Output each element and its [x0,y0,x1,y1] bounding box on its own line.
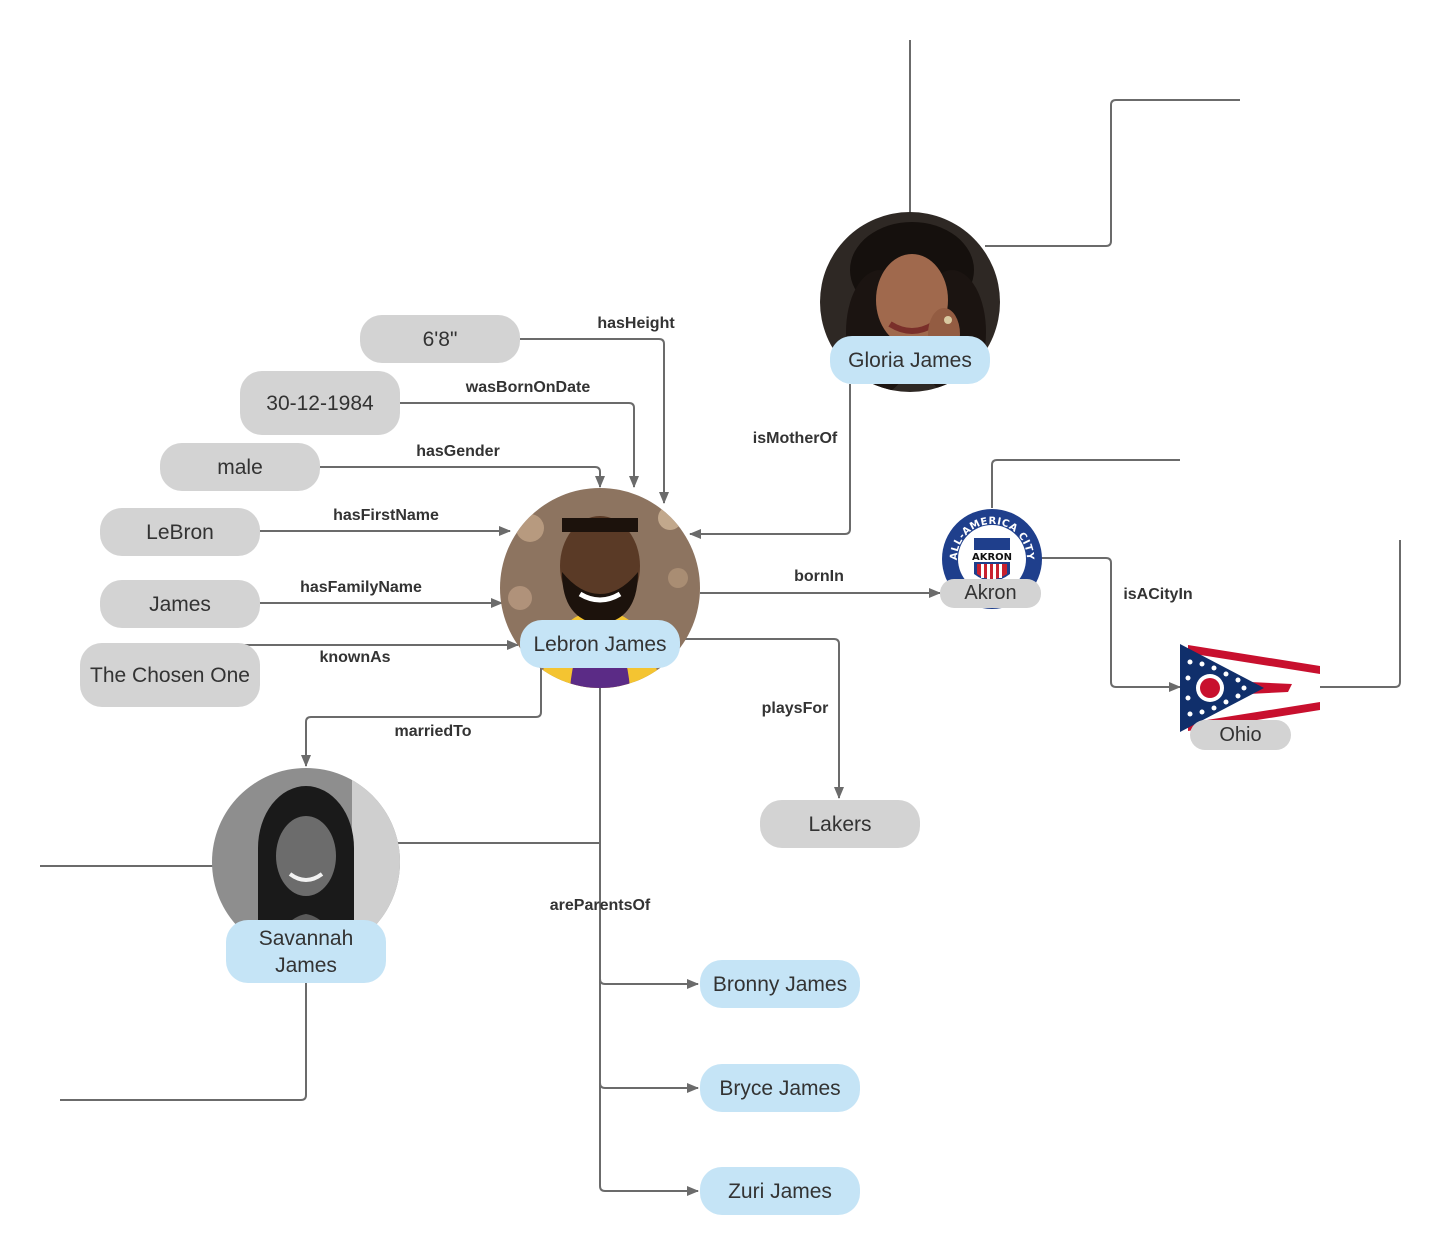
node-savannah[interactable]: Savannah James [226,920,386,983]
node-bryce[interactable]: Bryce James [700,1064,860,1112]
node-birth-date[interactable]: 30-12-1984 [240,371,400,435]
edge-label-was-born-on-date: wasBornOnDate [465,379,591,396]
edge-label-plays-for: playsFor [762,700,829,717]
edge-are-parents-of-bronny [599,978,699,989]
edge-is-mother-of [689,384,851,539]
edge-has-height [518,338,669,504]
node-nickname[interactable]: The Chosen One [80,643,260,707]
node-first-name-label: LeBron [146,520,214,544]
node-savannah-label: Savannah James [258,926,354,977]
node-family-name-label: James [149,592,211,616]
node-lebron[interactable]: Lebron James [520,620,680,668]
dangling-line-akron-top [991,459,1180,508]
node-gender-label: male [217,455,263,479]
dangling-line-ohio-right [1320,540,1401,688]
edge-label-born-in: bornIn [794,568,844,585]
node-bronny-label: Bronny James [712,972,848,996]
node-bronny[interactable]: Bronny James [700,960,860,1008]
node-nickname-label: The Chosen One [90,663,250,687]
edge-label-has-first-name: hasFirstName [333,507,439,524]
dangling-line-gloria-right [985,99,1240,247]
node-bryce-label: Bryce James [719,1076,841,1100]
node-lebron-label: Lebron James [533,632,667,656]
edge-label-known-as: knownAs [319,649,390,666]
node-birth-date-label: 30-12-1984 [266,391,374,415]
svg-text:AKRON: AKRON [972,552,1012,563]
edge-label-are-parents-of: areParentsOf [550,897,651,914]
node-gender[interactable]: male [160,443,320,491]
node-team[interactable]: Lakers [760,800,920,848]
node-team-label: Lakers [808,812,872,836]
node-akron[interactable]: Akron [940,579,1041,608]
edge-are-parents-of-trunk [398,668,640,1192]
node-height[interactable]: 6'8" [360,315,520,363]
edge-plays-for [680,638,844,799]
node-ohio[interactable]: Ohio [1190,720,1291,750]
node-akron-label: Akron [964,582,1017,604]
edge-label-married-to: marriedTo [394,723,471,740]
edge-label-has-height: hasHeight [597,315,675,332]
edge-is-a-city-in [1040,557,1181,692]
node-first-name[interactable]: LeBron [100,508,260,556]
edge-label-is-a-city-in: isACityIn [1123,586,1192,603]
node-gloria[interactable]: Gloria James [830,336,990,384]
node-zuri-label: Zuri James [728,1179,832,1203]
node-family-name[interactable]: James [100,580,260,628]
dangling-line-savannah-bottom [60,983,307,1101]
edge-are-parents-of-bryce [599,1082,699,1093]
edge-label-has-family-name: hasFamilyName [300,579,422,596]
edge-married-to [301,668,542,767]
node-zuri[interactable]: Zuri James [700,1167,860,1215]
ohio-flag [1180,644,1320,732]
edge-label-has-gender: hasGender [416,443,500,460]
node-height-label: 6'8" [422,327,458,351]
node-gloria-label: Gloria James [848,348,972,372]
edge-label-is-mother-of: isMotherOf [753,430,838,447]
node-ohio-label: Ohio [1219,723,1262,746]
edge-was-born-on-date [400,402,639,488]
edge-has-gender [320,466,605,488]
